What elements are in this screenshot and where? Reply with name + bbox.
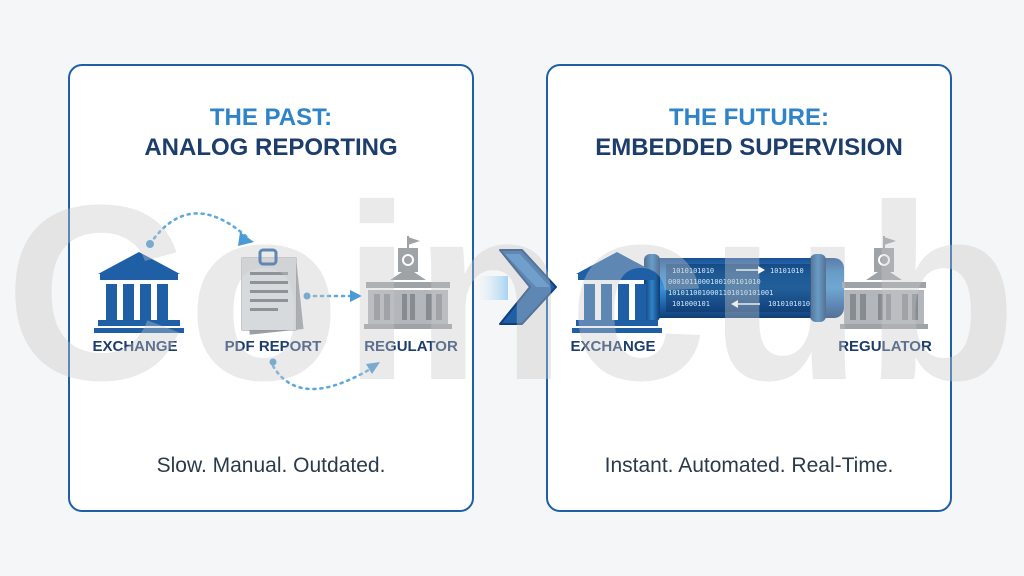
svg-text:0001011000100100101010: 0001011000100100101010 [668, 278, 761, 286]
arrowhead [238, 232, 254, 246]
future-flow-graphic: 1010101010 10101010 00010110001001001010… [572, 236, 928, 333]
future-tagline: Instant. Automated. Real-Time. [604, 454, 894, 477]
binary-data-stream: 1010101010 10101010 00010110001001001010… [668, 267, 810, 308]
bank-icon [94, 252, 184, 333]
past-title: ANALOG REPORTING [144, 134, 398, 161]
node-label-pdf-report: PDF REPORT [224, 338, 322, 355]
bank-icon [572, 252, 662, 333]
government-building-icon [840, 236, 928, 329]
svg-text:1010110010001101010101001: 1010110010001101010101001 [668, 289, 773, 297]
svg-text:101000101: 101000101 [672, 300, 710, 308]
past-panel: THE PAST: ANALOG REPORTING Slow. Manual.… [68, 64, 474, 512]
arrow-origin-dot [146, 240, 154, 248]
node-label-regulator: REGULATOR [838, 338, 932, 355]
future-panel: THE FUTURE: EMBEDDED SUPERVISION Instant… [546, 64, 952, 512]
node-label-exchange: EXCHANGE [570, 338, 656, 355]
svg-text:1010101010: 1010101010 [672, 267, 714, 275]
svg-text:10101010: 10101010 [770, 267, 804, 275]
dotted-arrow-exchange-to-pdf [148, 212, 250, 246]
node-label-exchange: EXCHANGE [92, 338, 178, 355]
dotted-arrow-feedback [271, 364, 374, 391]
svg-text:1010101010: 1010101010 [768, 300, 810, 308]
chevron-right-arrow-icon [499, 249, 557, 325]
past-flow-graphic [94, 212, 452, 391]
future-title-prefix: THE FUTURE: [669, 104, 829, 131]
past-title-prefix: THE PAST: [209, 104, 333, 131]
node-label-regulator: REGULATOR [364, 338, 458, 355]
future-title: EMBEDDED SUPERVISION [595, 134, 903, 161]
past-tagline: Slow. Manual. Outdated. [156, 454, 386, 477]
data-direction-arrows [731, 266, 765, 308]
document-stack-icon [241, 248, 304, 335]
government-building-icon [364, 236, 452, 329]
